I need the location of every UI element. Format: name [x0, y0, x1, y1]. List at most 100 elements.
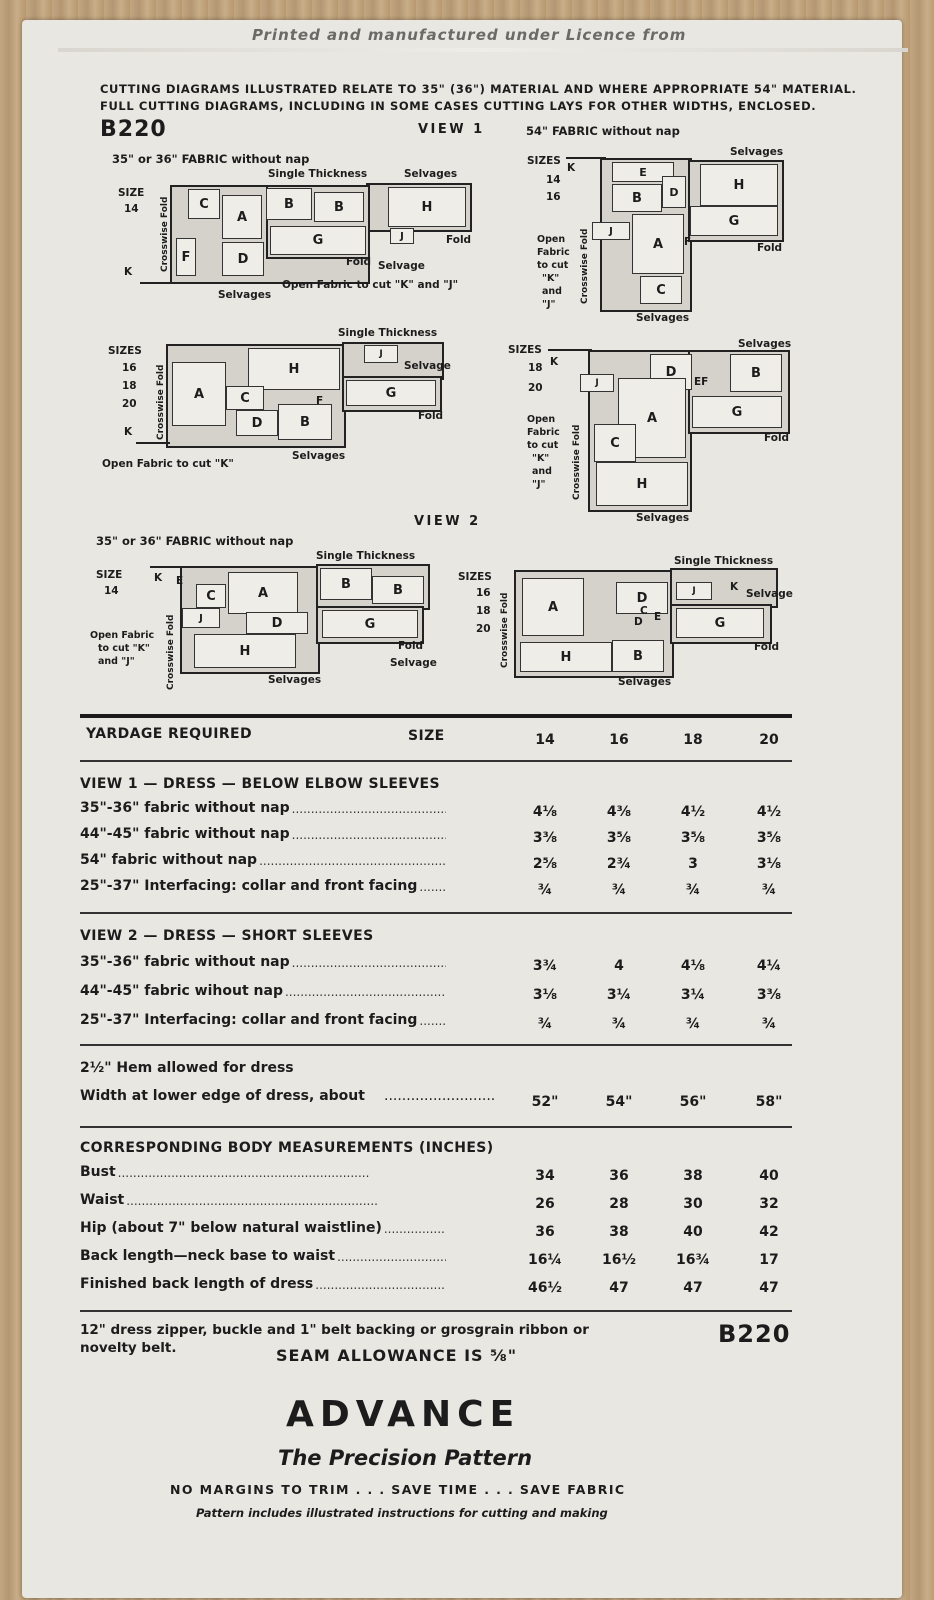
open-fabric-label: Fabric — [537, 247, 570, 258]
piece-b: B — [372, 576, 424, 604]
row-value: 30 — [683, 1196, 703, 1212]
piece-a: A — [228, 572, 298, 614]
open-fabric-label: Open Fabric — [90, 630, 155, 641]
row-value: 2⅝ — [532, 856, 558, 872]
size-value: 20 — [528, 382, 543, 394]
size-column-label: SIZE — [408, 728, 445, 744]
open-fabric-label: and — [532, 466, 552, 477]
notions-line-1: 12" dress zipper, buckle and 1" belt bac… — [80, 1322, 589, 1338]
width-label: Width at lower edge of dress, about — [80, 1088, 365, 1104]
row-value: 40 — [759, 1168, 779, 1184]
open-fabric-label: Open — [537, 234, 566, 245]
piece-k: K — [124, 266, 133, 278]
size-value: 20 — [122, 398, 137, 410]
row-value: ¾ — [611, 882, 627, 898]
row-value: 32 — [759, 1196, 779, 1212]
piece-c: C — [226, 386, 264, 410]
sizes-label: SIZES — [527, 155, 561, 167]
selvages-label: Selvages — [636, 512, 690, 524]
piece-f: F — [176, 238, 196, 276]
row-value: 34 — [535, 1168, 555, 1184]
piece-a: A — [222, 195, 262, 239]
view2-fabric-35-label: 35" or 36" FABRIC without nap — [96, 534, 294, 548]
fabric-layout-single — [670, 568, 778, 608]
piece-e: E — [612, 162, 674, 182]
crosswise-fold-label: Crosswise Fold — [160, 196, 170, 272]
notions-line-2: novelty belt. — [80, 1340, 177, 1356]
crosswise-fold-label: Crosswise Fold — [572, 424, 582, 500]
dot-leader: ........................................… — [126, 1194, 378, 1208]
piece-h: H — [700, 164, 778, 206]
open-fabric-line — [136, 442, 170, 444]
piece-d: D — [616, 582, 668, 614]
piece-a: A — [632, 214, 684, 274]
pattern-number-bottom: B220 — [718, 1320, 791, 1348]
piece-k: K — [730, 581, 739, 593]
size-header: 14 — [535, 732, 555, 748]
piece-j: J — [390, 228, 414, 244]
piece-g: G — [270, 226, 366, 255]
piece-g: G — [690, 206, 778, 236]
rule — [80, 1044, 792, 1046]
row-value: 26 — [535, 1196, 555, 1212]
size-value: 20 — [476, 623, 491, 635]
fold-label: Fold — [764, 432, 790, 444]
row-label: 25"-37" Interfacing: collar and front fa… — [80, 878, 418, 894]
row-value: 3⅜ — [532, 830, 558, 846]
size-value: 14 — [104, 585, 119, 597]
size-value: 18 — [122, 380, 137, 392]
single-thickness-label: Single Thickness — [316, 550, 416, 562]
piece-j: J — [364, 345, 398, 363]
fold-label: Fold — [418, 410, 444, 422]
piece-d: D — [634, 616, 643, 628]
piece-c: C — [640, 276, 682, 304]
row-label: Bust — [80, 1164, 116, 1180]
piece-a: A — [172, 362, 226, 426]
piece-c: C — [196, 584, 226, 608]
row-label: Finished back length of dress — [80, 1276, 314, 1292]
selvages-label: Selvages — [404, 168, 458, 180]
fold-label: Fold — [757, 242, 783, 254]
open-fabric-label: Open — [527, 414, 556, 425]
dot-leader: ......................... — [384, 1088, 496, 1104]
single-thickness-label: Single Thickness — [674, 555, 774, 567]
pattern-number-top: B220 — [100, 117, 167, 142]
row-value: 28 — [609, 1196, 629, 1212]
open-fabric-line — [548, 349, 592, 351]
row-value: 4⅜ — [606, 804, 632, 820]
open-fabric-label: to cut "K" — [98, 643, 150, 654]
row-value: 16½ — [602, 1252, 636, 1268]
brand-note: Pattern includes illustrated instruction… — [196, 1506, 608, 1520]
header-line-2: FULL CUTTING DIAGRAMS, INCLUDING IN SOME… — [100, 99, 817, 113]
selvage-label: Selvage — [746, 588, 793, 600]
body-measurements-title: CORRESPONDING BODY MEASUREMENTS (INCHES) — [80, 1140, 494, 1156]
row-value: 4⅛ — [532, 804, 558, 820]
piece-k: K — [124, 426, 133, 438]
open-fabric-label: "K" — [542, 273, 560, 284]
thick-rule — [80, 714, 792, 718]
width-value: 54" — [605, 1094, 633, 1110]
rule — [80, 1126, 792, 1128]
row-value: 40 — [683, 1224, 703, 1240]
flap-text: Printed and manufactured under Licence f… — [252, 26, 687, 44]
selvages-label: Selvages — [218, 289, 272, 301]
row-value: 3 — [688, 856, 698, 872]
size-value: 18 — [528, 362, 543, 374]
piece-g: G — [676, 608, 764, 638]
size-value: 18 — [476, 605, 491, 617]
piece-f: F — [316, 395, 324, 407]
fold-label: Fold — [398, 640, 424, 652]
piece-k: K — [550, 356, 559, 368]
row-label: 25"-37" Interfacing: collar and front fa… — [80, 1012, 418, 1028]
row-value: 3¼ — [606, 987, 632, 1003]
view1-fabric-35-label: 35" or 36" FABRIC without nap — [112, 152, 310, 166]
row-label: 44"-45" fabric wihout nap — [80, 983, 283, 999]
dot-leader: ........................................… — [291, 956, 446, 970]
row-value: 17 — [759, 1252, 779, 1268]
row-value: 3¾ — [532, 958, 558, 974]
piece-k: K — [567, 162, 576, 174]
row-value: 4⅛ — [680, 958, 706, 974]
hem-note: 2½" Hem allowed for dress — [80, 1060, 294, 1076]
piece-h: H — [194, 634, 296, 668]
crosswise-fold-label: Crosswise Fold — [156, 364, 166, 440]
